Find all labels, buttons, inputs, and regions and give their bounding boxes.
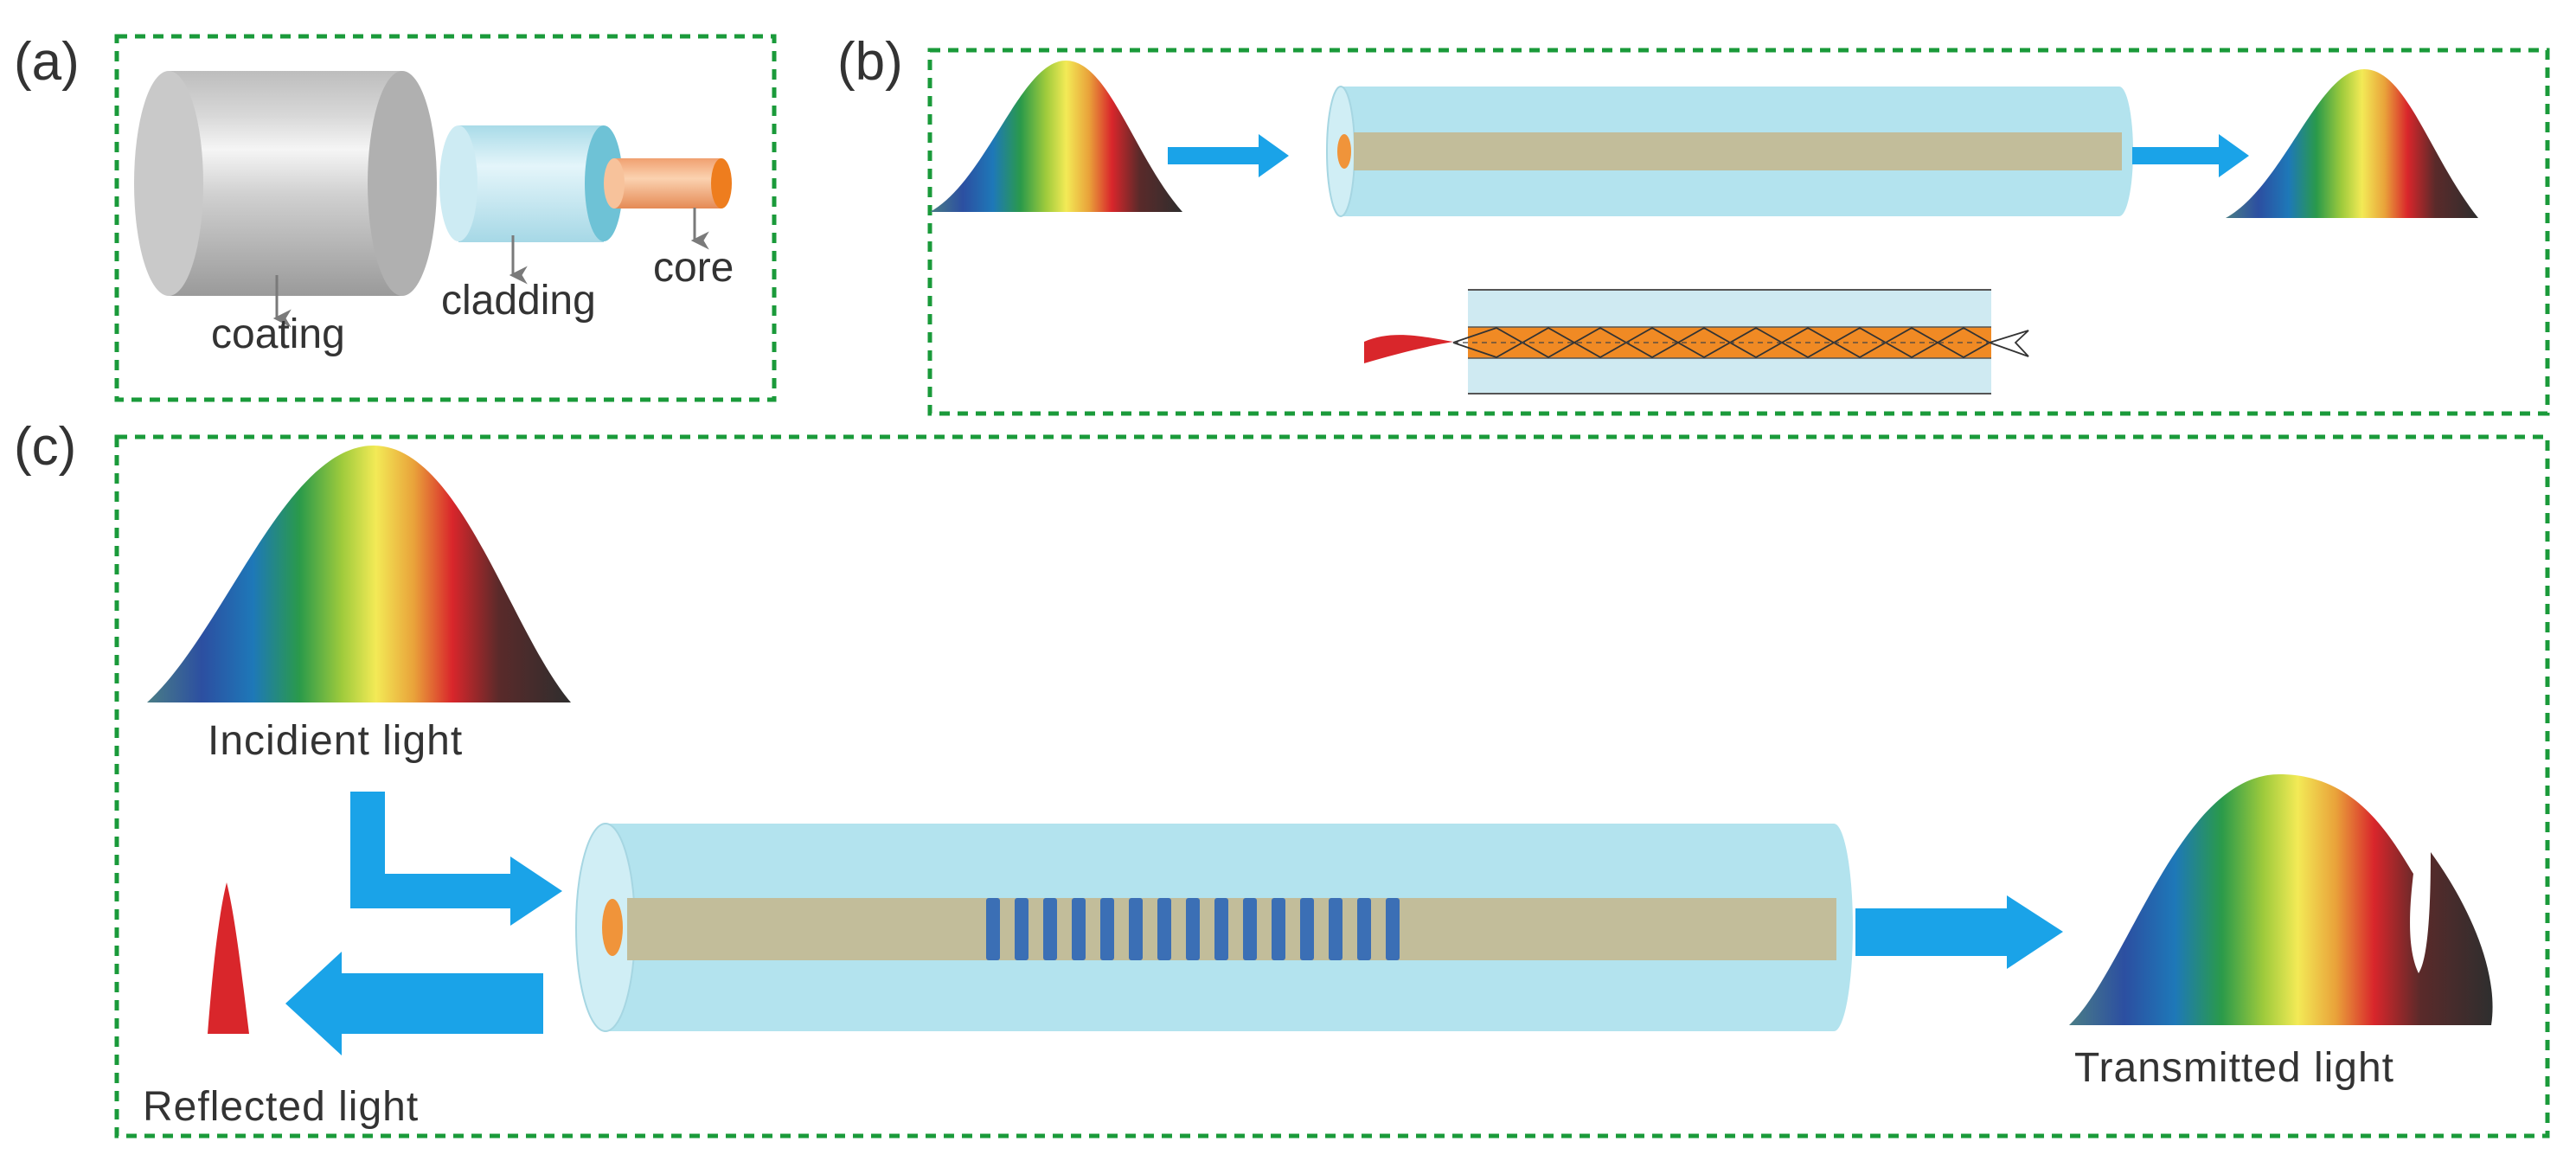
reflected-arrow bbox=[285, 952, 543, 1055]
panel-a-letter: (a) bbox=[14, 32, 80, 92]
panel-a-frame bbox=[114, 34, 777, 402]
incident-light-label: Incidient light bbox=[208, 718, 463, 764]
incident-arrow bbox=[350, 792, 562, 926]
input-arrow-b bbox=[1168, 134, 1289, 177]
transmitted-spectrum bbox=[2069, 774, 2493, 1025]
panel-b-letter: (b) bbox=[837, 32, 903, 92]
coating-label: coating bbox=[211, 311, 345, 357]
fiber-side-view-b bbox=[1326, 86, 2133, 217]
total-internal-reflection-inset bbox=[1364, 289, 2029, 394]
output-spectrum-b bbox=[2226, 69, 2478, 218]
coating-layer bbox=[368, 71, 437, 296]
fiber-bragg-grating bbox=[575, 823, 1853, 1032]
transmitted-light-label: Transmitted light bbox=[2074, 1045, 2394, 1091]
panel-c: (c) Incidient light Reflected light bbox=[14, 417, 2550, 1139]
fiber-core-b bbox=[1354, 132, 2122, 170]
fiber-core-c bbox=[627, 898, 1836, 960]
core-layer bbox=[711, 158, 732, 208]
input-spectrum-b bbox=[930, 61, 1182, 212]
panel-b-frame bbox=[927, 48, 2550, 416]
output-arrow-b bbox=[2132, 134, 2249, 177]
grating-periods bbox=[986, 898, 1400, 960]
incident-spectrum bbox=[147, 446, 571, 702]
cladding-label: cladding bbox=[441, 278, 596, 324]
reflected-spectrum-peak bbox=[208, 882, 249, 1034]
transmitted-arrow bbox=[1855, 895, 2063, 969]
fiber-cross-section-illustration bbox=[134, 71, 732, 296]
core-end-c bbox=[602, 899, 623, 956]
reflected-light-label: Reflected light bbox=[143, 1084, 419, 1130]
panel-b: (b) bbox=[837, 32, 2550, 416]
panel-c-letter: (c) bbox=[14, 417, 76, 477]
panel-a: (a) coating cladding core bbox=[14, 32, 777, 402]
core-label: core bbox=[653, 245, 734, 291]
core-end-b bbox=[1337, 134, 1351, 169]
panel-c-frame bbox=[114, 434, 2550, 1139]
